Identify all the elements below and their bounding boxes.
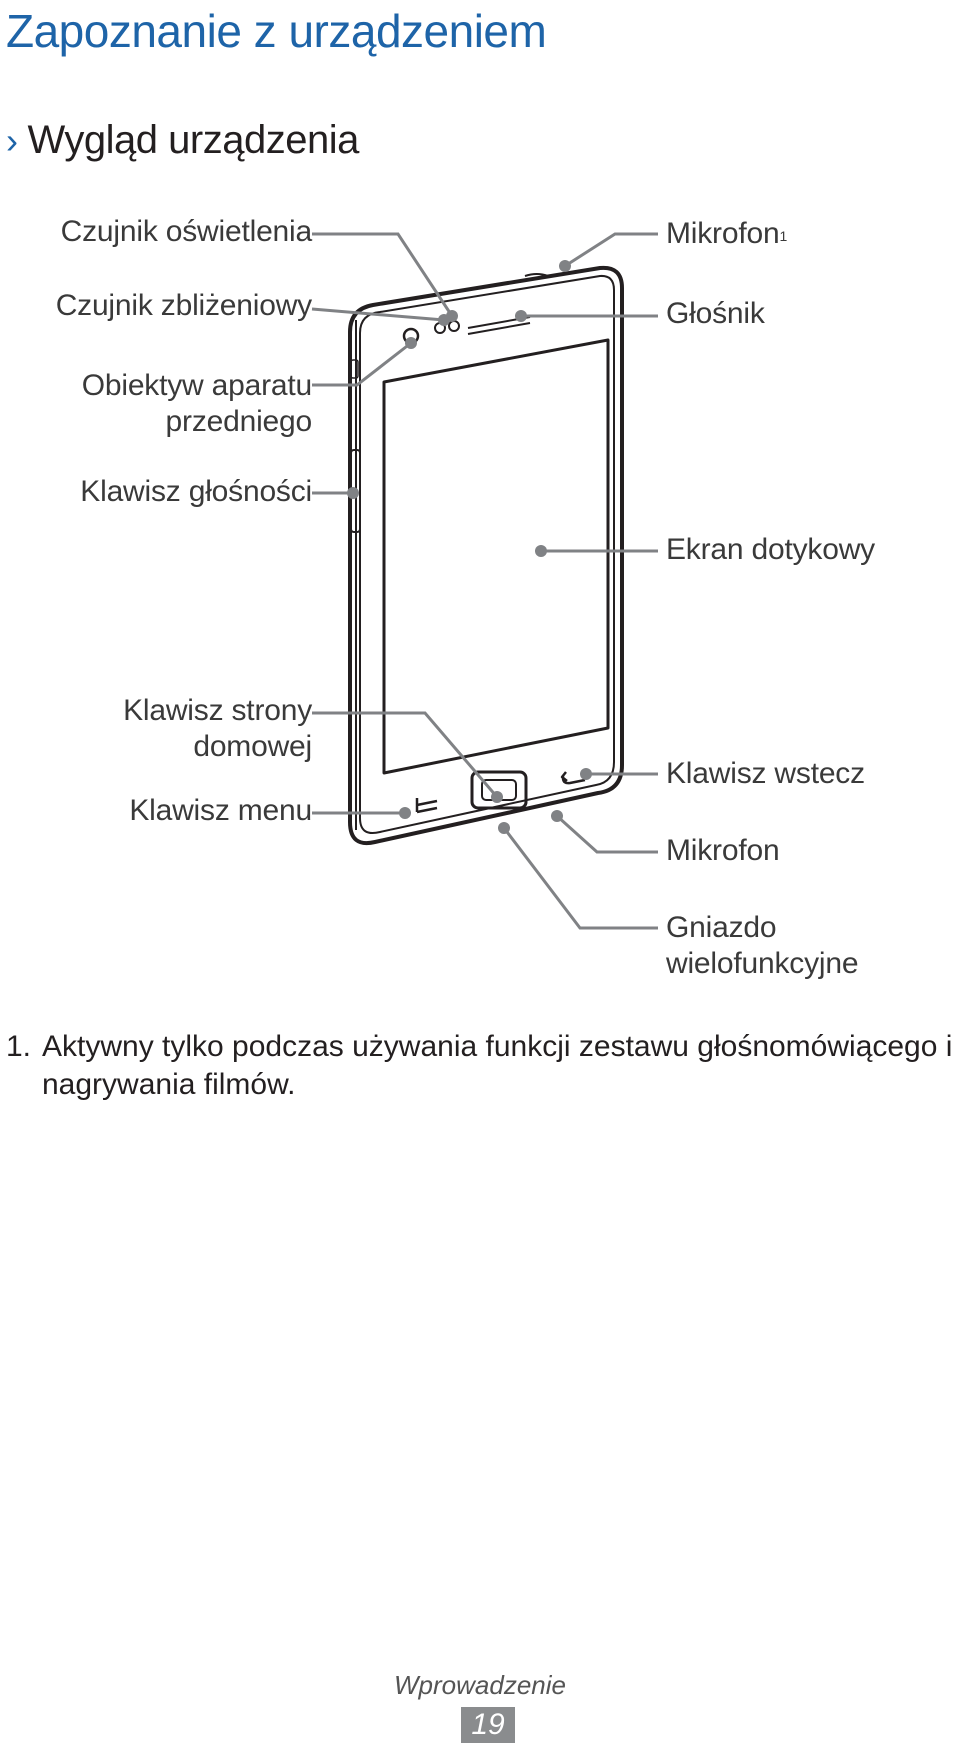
section-heading: ›Wygląd urządzenia: [6, 118, 359, 163]
label-microphone-bottom: Mikrofon: [666, 834, 780, 867]
callout-dots: [347, 260, 592, 834]
callout-proximity-sensor-line: [311, 307, 445, 322]
label-proximity-sensor: Czujnik zbliżeniowy: [55, 289, 313, 322]
label-microphone-top: Mikrofon1: [666, 216, 787, 252]
callout-front-camera-line: [312, 341, 412, 387]
phone-screen: [382, 338, 610, 775]
footnote-text-line1: Aktywny tylko podczas używania funkcji z…: [42, 1030, 953, 1063]
page-number: 19: [461, 1707, 515, 1743]
footer-section-name: Wprowadzenie: [394, 1670, 566, 1700]
phone-inner-bezel: [359, 274, 615, 834]
menu-icon: [415, 798, 438, 814]
footnote-marker: 1: [779, 228, 788, 244]
callout-light-sensor-line: [312, 232, 454, 317]
footnote-text-line2: nagrywania filmów.: [42, 1068, 296, 1101]
label-front-camera-line2: przedniego: [165, 405, 313, 438]
callout-lines: [311, 232, 658, 930]
device-diagram: [311, 232, 658, 930]
callout-microphone-bottom-line: [555, 814, 658, 854]
label-home-key: Klawisz strony domowej: [123, 693, 312, 765]
chapter-title: Zapoznanie z urządzeniem: [6, 5, 547, 57]
label-back-key: Klawisz wstecz: [666, 757, 865, 790]
callout-microphone-top-line: [564, 232, 658, 268]
label-front-camera-line1: Obiektyw aparatu: [81, 369, 312, 402]
label-multifunction-jack: Gniazdo wielofunkcyjne: [666, 910, 859, 982]
label-volume-key: Klawisz głośności: [80, 475, 312, 508]
label-home-key-line2: domowej: [193, 730, 312, 763]
home-key-shape: [470, 770, 528, 810]
label-microphone-top-text: Mikrofon: [666, 217, 780, 250]
back-icon: [560, 771, 586, 785]
label-light-sensor: Czujnik oświetlenia: [60, 215, 313, 248]
top-mic-notch: [524, 273, 549, 277]
callout-home-key-line: [312, 711, 499, 798]
callout-multifunction-jack-line: [502, 827, 658, 930]
label-home-key-line1: Klawisz strony: [123, 694, 312, 727]
section-title: Wygląd urządzenia: [27, 118, 360, 162]
label-touch-screen: Ekran dotykowy: [666, 533, 875, 566]
side-button-shape: [350, 359, 359, 379]
proximity-sensor-shape: [448, 320, 460, 332]
phone-illustration: [348, 265, 624, 845]
chevron-right-icon: ›: [6, 120, 18, 161]
footnote: 1. Aktywny tylko podczas używania funkcji…: [6, 1028, 956, 1104]
label-menu-key: Klawisz menu: [129, 794, 312, 827]
label-multifunction-jack-line1: Gniazdo: [666, 911, 777, 944]
label-speaker: Głośnik: [666, 297, 765, 330]
phone-outer-body: [348, 265, 624, 845]
label-multifunction-jack-line2: wielofunkcyjne: [666, 947, 859, 980]
footnote-number: 1.: [6, 1030, 32, 1063]
label-front-camera: Obiektyw aparatu przedniego: [82, 368, 312, 440]
